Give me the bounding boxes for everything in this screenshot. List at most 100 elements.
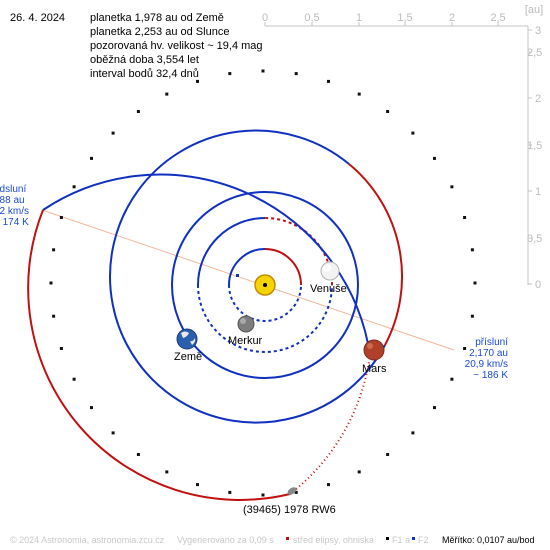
axis-frame xyxy=(264,22,532,285)
orbit-position-dot xyxy=(473,281,477,285)
orbit-position-dot xyxy=(72,377,76,381)
legend-f1: F1 a xyxy=(392,535,410,545)
x-tick-label: 2,5 xyxy=(490,12,505,24)
orbit-position-dot xyxy=(165,92,169,96)
orbit-position-dot xyxy=(72,185,76,189)
legend-f2: F2 xyxy=(418,535,429,545)
orbit-position-dot xyxy=(196,483,199,487)
x-tick-label: 0 xyxy=(262,12,268,24)
earth-orbit xyxy=(171,191,359,379)
scale-text: Měřítko: 0,0107 au/bod xyxy=(442,535,535,545)
aphelion-title: odsluní xyxy=(0,184,26,195)
orbit-position-dot xyxy=(196,79,199,83)
perihelion-title: přísluní xyxy=(475,337,508,348)
orbit-position-dot xyxy=(52,314,56,318)
aphelion-temp: ~ 174 K xyxy=(0,217,29,228)
info-line: planetka 2,253 au od Slunce xyxy=(90,26,229,38)
x-tick-labels: 0 0,5 1 1,5 2 2,5 xyxy=(262,12,506,24)
orbit-position-dot xyxy=(59,216,63,219)
orbit-position-dot xyxy=(463,347,467,350)
x-tick-label: 0,5 xyxy=(304,12,319,24)
f1-marker-swatch xyxy=(386,537,389,540)
orbit-position-dot xyxy=(261,493,265,497)
asteroid-position-markers xyxy=(49,69,477,497)
orbit-position-dot xyxy=(165,470,169,474)
info-block: 26. 4. 2024 planetka 1,978 au od Země pl… xyxy=(10,12,263,80)
generation-time: Vygenerováno za 0,09 s xyxy=(177,535,274,545)
apsides-line xyxy=(41,209,455,351)
y-tick-labels: 3 2,5 2 1,5 1 0,5 0 xyxy=(527,25,542,291)
orbit-position-dot xyxy=(386,453,390,456)
x-tick-label: 1 xyxy=(356,12,362,24)
orbit-position-dot xyxy=(49,281,53,285)
asteroid xyxy=(287,487,297,495)
perihelion-temp: ~ 186 K xyxy=(473,370,508,381)
venus xyxy=(320,261,340,281)
orbit-position-dot xyxy=(294,72,298,76)
legend-center: střed elipsy, ohniska xyxy=(293,535,374,545)
orbit-position-dot xyxy=(463,216,467,219)
y-tick-label: 3 xyxy=(535,25,541,37)
y-tick-label: 0,5 xyxy=(527,233,542,245)
info-line: pozorovaná hv. velikost ~ 19,4 mag xyxy=(90,40,263,52)
orbit-position-dot xyxy=(327,79,330,83)
center-marker-swatch xyxy=(286,537,289,540)
orbit-position-dot xyxy=(136,453,140,456)
y-tick-label: 1,5 xyxy=(527,140,542,152)
aphelion-speed: 82 km/s xyxy=(0,206,29,217)
orbit-position-dot xyxy=(228,72,232,76)
mercury-label: Merkur xyxy=(228,335,263,347)
mars-label: Mars xyxy=(362,363,387,375)
mercury xyxy=(237,315,255,333)
orbit-position-dot xyxy=(386,110,390,113)
sun xyxy=(254,274,276,296)
asteroid-label: (39465) 1978 RW6 xyxy=(243,504,336,516)
x-tick-label: 1,5 xyxy=(397,12,412,24)
orbit-position-dot xyxy=(294,490,298,494)
orbit-position-dot xyxy=(90,406,93,410)
mercury-orbit xyxy=(228,248,302,322)
y-tick-label: 1 xyxy=(535,186,541,198)
venus-label: Venuše xyxy=(310,283,347,295)
aphelion-label: odsluní 488 au 82 km/s ~ 174 K xyxy=(0,184,29,228)
x-tick-label: 2 xyxy=(449,12,455,24)
orbit-position-dot xyxy=(450,377,454,381)
axis-unit-label: [au] xyxy=(525,4,543,16)
info-line: interval bodů 32,4 dnů xyxy=(90,68,199,80)
date-label: 26. 4. 2024 xyxy=(10,12,65,24)
perihelion-speed: 20,9 km/s xyxy=(465,359,508,370)
y-tick-label: 2,5 xyxy=(527,47,542,59)
orbit-position-dot xyxy=(433,156,436,160)
footer: © 2024 Astronomia, astronomia.zcu.cz Vyg… xyxy=(10,535,535,545)
orbit-position-dot xyxy=(357,92,361,96)
orbit-position-dot xyxy=(433,406,436,410)
orbit-position-dot xyxy=(470,314,474,318)
orbit-position-dot xyxy=(261,69,265,73)
orbit-position-dot xyxy=(90,156,93,160)
perihelion-label: přísluní 2,170 au 20,9 km/s ~ 186 K xyxy=(465,337,509,381)
orbit-position-dot xyxy=(470,248,474,252)
asteroid-orbit xyxy=(27,173,371,501)
y-tick-label: 0 xyxy=(535,279,541,291)
f2-marker-swatch xyxy=(412,537,415,540)
orbit-position-dot xyxy=(327,483,330,487)
mars xyxy=(363,339,385,361)
aphelion-distance: 488 au xyxy=(0,195,25,206)
orbit-position-dot xyxy=(136,110,140,113)
info-line: planetka 1,978 au od Země xyxy=(90,12,224,24)
earth xyxy=(176,328,198,350)
mars-orbit xyxy=(109,129,404,424)
info-line: oběžná doba 3,554 let xyxy=(90,54,199,66)
perihelion-distance: 2,170 au xyxy=(469,348,508,359)
ellipse-center-marker xyxy=(236,274,239,277)
orbit-position-dot xyxy=(111,131,115,135)
orbit-position-dot xyxy=(59,347,63,350)
copyright-text: © 2024 Astronomia, astronomia.zcu.cz xyxy=(10,535,165,545)
orbit-position-dot xyxy=(52,248,56,252)
orbit-position-dot xyxy=(411,431,415,435)
orbit-position-dot xyxy=(411,131,415,135)
orbit-position-dot xyxy=(228,490,232,494)
orbit-position-dot xyxy=(450,185,454,189)
